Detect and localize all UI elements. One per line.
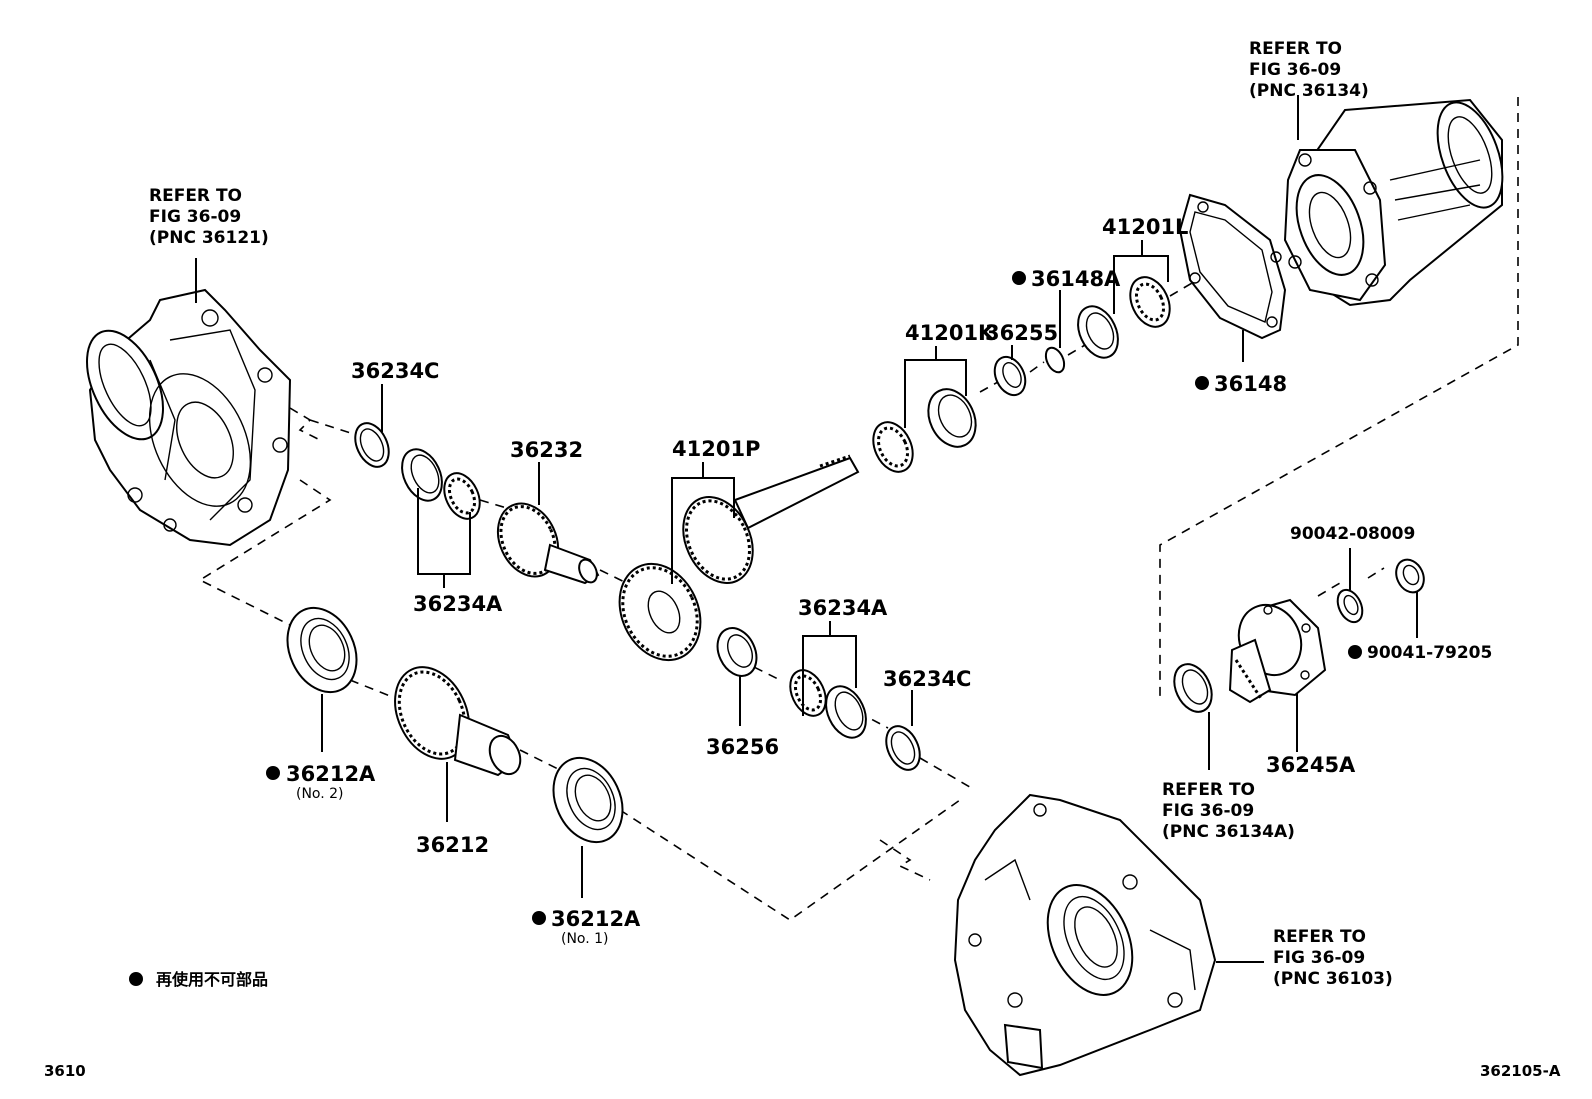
bearing-41201k — [872, 388, 977, 473]
svg-text:REFER TO: REFER TO — [1249, 39, 1342, 59]
bearing-41201l — [1077, 276, 1171, 359]
svg-text:FIG 36-09: FIG 36-09 — [149, 207, 241, 227]
label-41201l: 41201L — [1102, 215, 1188, 239]
label-36232: 36232 — [510, 438, 583, 462]
refer-to-left: REFER TO FIG 36-09 (PNC 36121) — [149, 186, 269, 248]
label-36148: 36148 — [1214, 372, 1287, 396]
bearing-36212a-no1 — [552, 756, 624, 844]
label-36234a-left: 36234A — [413, 592, 503, 616]
svg-text:REFER TO: REFER TO — [1162, 780, 1255, 800]
svg-text:FIG 36-09: FIG 36-09 — [1273, 948, 1365, 968]
svg-text:FIG 36-09: FIG 36-09 — [1249, 60, 1341, 80]
label-41201p: 41201P — [672, 437, 760, 461]
spacer-36255 — [993, 355, 1027, 397]
svg-text:(PNC 36134A): (PNC 36134A) — [1162, 822, 1295, 842]
gear-shaft-36212 — [394, 666, 522, 777]
front-case-housing — [86, 288, 292, 547]
part-labels: 36234C 36234A 36232 41201P 41201K 36255 … — [286, 215, 1492, 947]
label-36148a: 36148A — [1031, 267, 1121, 291]
washer-90042-08009 — [1336, 588, 1364, 624]
bullet-36212a-no2 — [266, 766, 280, 780]
label-36234c-bottom: 36234C — [883, 667, 971, 691]
snap-ring-36234c-top — [354, 422, 390, 468]
shim-36148a — [1044, 346, 1066, 374]
extension-housing-top — [1283, 98, 1504, 307]
svg-text:(PNC 36121): (PNC 36121) — [149, 228, 269, 248]
non-reusable-bullets — [129, 271, 1362, 986]
svg-text:(PNC 36103): (PNC 36103) — [1273, 969, 1393, 989]
label-36245a: 36245A — [1266, 753, 1356, 777]
pinion-shaft-41201p — [618, 454, 860, 662]
leader-lines — [195, 95, 1418, 963]
roller-bearing-36234a-right — [789, 669, 827, 717]
label-36212a-no1-sub: (No. 1) — [561, 931, 609, 947]
legend-text: 再使用不可部品 — [156, 970, 268, 989]
footer-diagram-code: 362105-A — [1480, 1062, 1561, 1080]
label-36212a-no2: 36212A — [286, 762, 376, 786]
spacer-36256 — [716, 627, 758, 677]
svg-text:(PNC 36134): (PNC 36134) — [1249, 81, 1369, 101]
transfer-case-housing-bottom — [953, 793, 1217, 1077]
bullet-36212a-no1 — [532, 911, 546, 925]
footer-figure-number: 3610 — [44, 1062, 86, 1080]
label-36212: 36212 — [416, 833, 489, 857]
label-36212a-no2-sub: (No. 2) — [296, 786, 344, 802]
nut-90041-79205 — [1395, 558, 1425, 594]
refer-to-top: REFER TO FIG 36-09 (PNC 36134) — [1249, 39, 1369, 101]
refer-to-bottom: REFER TO FIG 36-09 (PNC 36103) — [1273, 927, 1393, 989]
label-41201k: 41201K — [905, 321, 995, 345]
refer-to-middle: REFER TO FIG 36-09 (PNC 36134A) — [1162, 780, 1295, 842]
label-36255: 36255 — [985, 321, 1058, 345]
svg-text:REFER TO: REFER TO — [149, 186, 242, 206]
label-36256: 36256 — [706, 735, 779, 759]
bearing-race-36234a-right — [825, 685, 867, 739]
bearing-36212a-no2 — [286, 606, 358, 694]
label-36212a-no1: 36212A — [551, 907, 641, 931]
legend-bullet — [129, 972, 143, 986]
flange-36245a — [1228, 598, 1327, 704]
bullet-36148a — [1012, 271, 1026, 285]
gasket-36148 — [1178, 193, 1287, 340]
label-36234a-right: 36234A — [798, 596, 888, 620]
gear-36232 — [496, 502, 600, 585]
svg-text:REFER TO: REFER TO — [1273, 927, 1366, 947]
label-90042-08009: 90042-08009 — [1290, 524, 1415, 544]
svg-text:FIG 36-09: FIG 36-09 — [1162, 801, 1254, 821]
roller-bearing-36234a-left — [443, 472, 481, 520]
snap-ring-36234c-bottom — [885, 725, 921, 771]
label-90041-79205: 90041-79205 — [1367, 643, 1492, 663]
bullet-90041 — [1348, 645, 1362, 659]
bullet-36148 — [1195, 376, 1209, 390]
bearing-race-36234a-left — [401, 448, 443, 502]
oil-seal-36134a — [1173, 663, 1213, 713]
label-36234c-top: 36234C — [351, 359, 439, 383]
